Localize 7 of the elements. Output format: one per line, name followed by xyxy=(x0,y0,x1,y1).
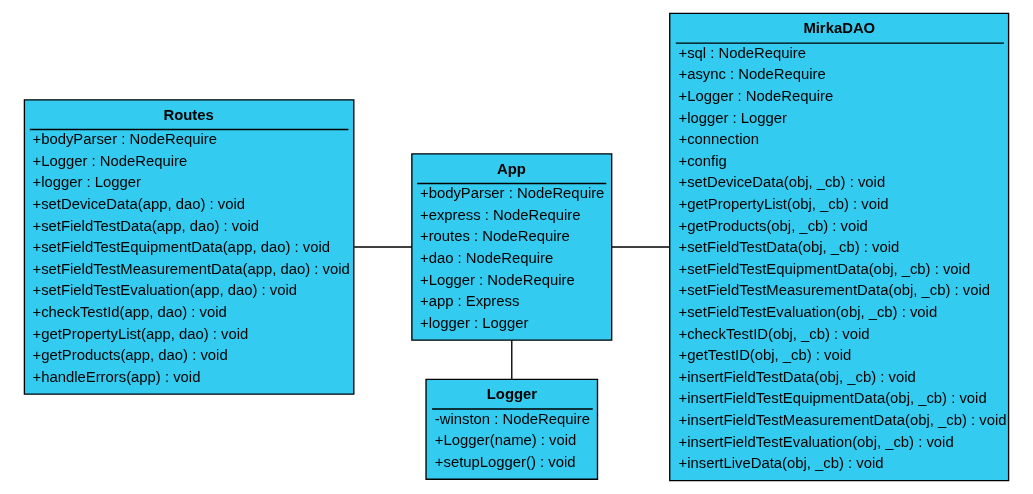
node-box: Logger -winston : NodeRequire +Logger(name) : void +setupLogger() : void xyxy=(425,378,599,480)
connector xyxy=(611,246,671,248)
node-box: Routes +bodyParser : NodeRequire +Logger : NodeRequire +logger : Logger +setDeviceData(app, dao) : void +setFieldTestData(app, dao) : void +setFieldTestEquipmentData(app, dao) : void +setFieldTestMeasurementData(app, dao) : void +setFieldTestEvaluation(app, dao) : void +checkTestId(app, dao) : void +getPropertyList(app, dao) : void +getProducts(app, dao) : void +handleErrors(app) : void xyxy=(23,99,355,395)
node-box: MirkaDAO +sql : NodeRequire +async : NodeRequire +Logger : NodeRequire +logger : Logger +connection +config +setDeviceData(obj, _cb) : void +getPropertyList(obj, _cb) : void +getProducts(obj, _cb) : void +setFieldTestData(obj, _cb) : void +setFieldTestEquipmentData(obj, _cb) : void +setFieldTestMeasurementData(obj, _cb) : void +setFieldTestEvaluation(obj, _cb) : void +checkTestID(obj, _cb) : void +getTestID(obj, _cb) : void +insertFieldTestData(obj, _cb) : void +insertFieldTestEquipmentData(obj, _cb) : void +insertFieldTestMeasurementData(obj, _cb) : void +insertFieldTestEvaluation(obj, _cb) : void +insertLiveData(obj, _cb) : void xyxy=(669,12,1010,482)
connector xyxy=(511,339,513,380)
connector xyxy=(353,246,413,248)
node-box: App +bodyParser : NodeRequire +express : NodeRequire +routes : NodeRequire +dao : NodeRequire +Logger : NodeRequire +app : Express +logger : Logger xyxy=(411,153,613,341)
